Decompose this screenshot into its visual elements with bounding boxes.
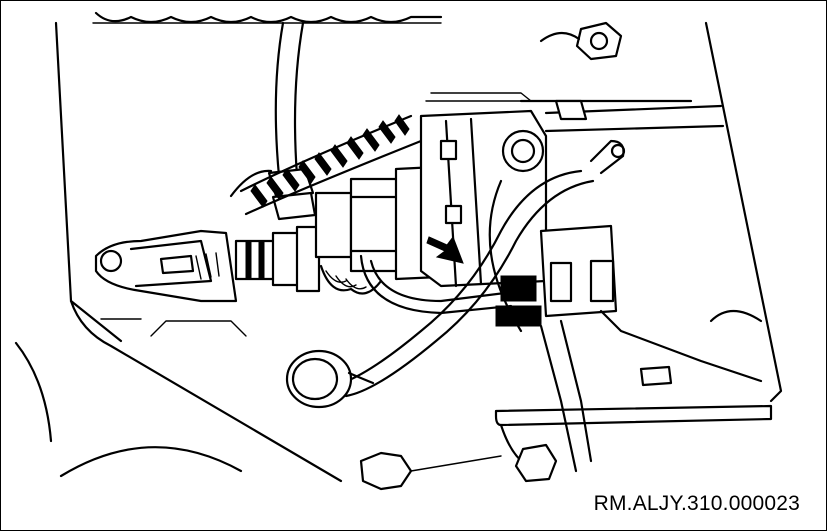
- return-spring: [229, 114, 423, 216]
- top-fitting: [92, 11, 443, 24]
- rubber-cap: [285, 349, 375, 409]
- figure-reference-code: RM.ALJY.310.000023: [593, 492, 800, 515]
- pedal-arm: [495, 224, 763, 473]
- hex-nut-top: [539, 21, 623, 61]
- indicator-arrow: [426, 235, 464, 264]
- left-bracket-edge: [14, 341, 243, 478]
- lower-plate: [359, 404, 773, 491]
- pushrod-clevis: [94, 225, 321, 303]
